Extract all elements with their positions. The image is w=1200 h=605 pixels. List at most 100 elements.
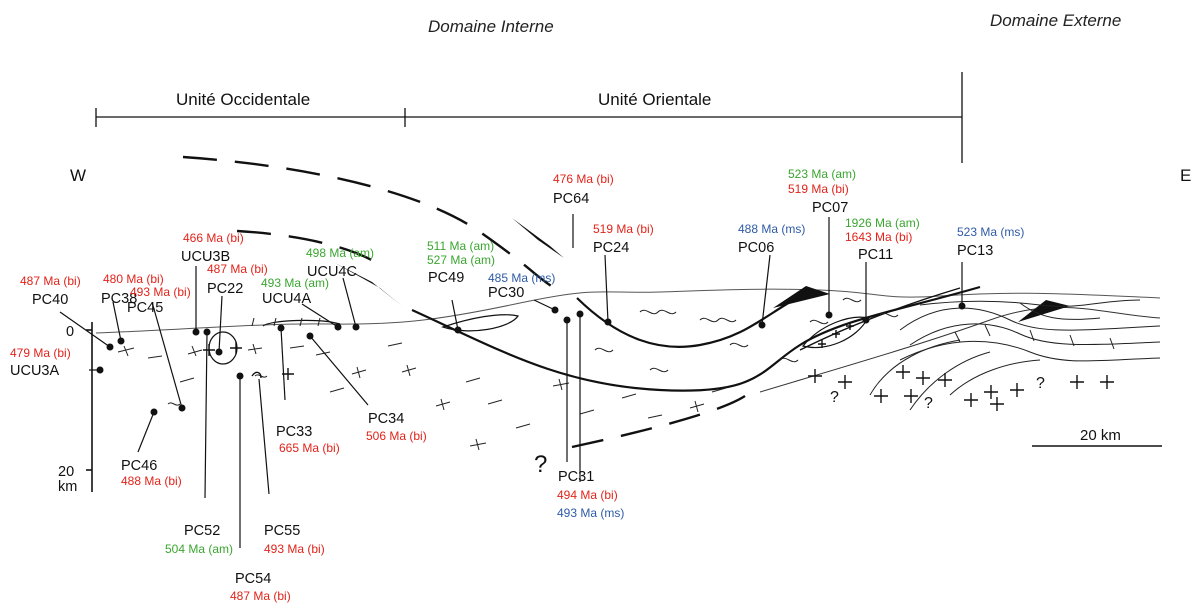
sample-id: PC38 (101, 291, 137, 307)
sample-age: 488 Ma (bi) (121, 474, 182, 488)
foliation-ticks (117, 317, 727, 451)
unite-occidentale-label: Unité Occidentale (176, 90, 310, 109)
sample-age: 494 Ma (bi) (557, 488, 618, 502)
sample-id: PC49 (428, 270, 464, 286)
synform-fault (576, 297, 791, 348)
sample-age: 523 Ma (am) (788, 167, 856, 181)
sample-age: 498 Ma (am) (306, 246, 374, 260)
sample-age: 487 Ma (bi) (230, 589, 291, 603)
sample-age: 519 Ma (bi) (788, 182, 849, 196)
dashed-thrust-base (571, 394, 746, 449)
sample-point (958, 302, 966, 310)
sample-point (563, 316, 571, 324)
sample-point (758, 321, 766, 329)
sample-id: PC55 (264, 523, 300, 539)
sample-id: PC11 (858, 247, 893, 263)
sample-point (192, 328, 200, 336)
domaine-interne-title: Domaine Interne (428, 17, 554, 36)
sample-point (352, 323, 360, 331)
scale-bar-label: 20 km (1080, 427, 1121, 444)
sample-point (334, 323, 342, 331)
west-label: W (70, 166, 86, 185)
sample-age: 493 Ma (am) (261, 276, 329, 290)
sample-age: 519 Ma (bi) (593, 222, 654, 236)
sample-point (454, 326, 462, 334)
unite-orientale-label: Unité Orientale (598, 90, 711, 109)
sample-id: PC45 (127, 300, 163, 316)
sample-age: 493 Ma (bi) (264, 542, 325, 556)
sample-point (825, 311, 833, 319)
question-mark: ? (830, 389, 839, 406)
sample-point (215, 348, 223, 356)
granite-crosses (203, 322, 1114, 411)
sample-age: 493 Ma (ms) (557, 506, 624, 520)
lenses (208, 314, 869, 365)
sample-id: PC34 (368, 411, 404, 427)
sample-id: PC33 (276, 424, 312, 440)
sample-id: UCU4C (307, 264, 357, 280)
sample-id: PC54 (235, 571, 271, 587)
sample-age: 476 Ma (bi) (553, 172, 614, 186)
sample-point (306, 332, 314, 340)
sample-age: 523 Ma (ms) (957, 225, 1024, 239)
sample-id: PC30 (488, 285, 524, 301)
depth-top-label: 0 (66, 324, 74, 340)
sample-id: PC52 (184, 523, 220, 539)
sample-leaders (59, 214, 963, 548)
sample-point (178, 404, 186, 412)
depth-bottom-label: 20 (58, 464, 74, 480)
sample-age: 1926 Ma (am) (845, 216, 920, 230)
sample-point (117, 337, 125, 345)
sample-age: 665 Ma (bi) (279, 441, 340, 455)
east-label: E (1180, 166, 1191, 185)
sample-age: 511 Ma (am) (427, 239, 494, 253)
dashed-thrust-lower (236, 229, 381, 266)
sample-age: 479 Ma (bi) (10, 346, 71, 360)
sample-age: 506 Ma (bi) (366, 429, 427, 443)
sample-age: 504 Ma (am) (165, 542, 233, 556)
sample-id: PC31 (558, 469, 594, 485)
question-mark: ? (534, 451, 547, 478)
sample-id: PC64 (553, 191, 589, 207)
sample-point (277, 324, 285, 332)
sample-id: UCU4A (262, 291, 311, 307)
sample-age: 493 Ma (bi) (130, 285, 191, 299)
sample-age: 487 Ma (bi) (20, 274, 81, 288)
slip-arrows (335, 218, 1070, 322)
east-ramp-fault (799, 287, 961, 351)
sample-point (236, 372, 244, 380)
pc55-hook (251, 371, 262, 379)
sample-point (604, 318, 612, 326)
sample-point (551, 306, 559, 314)
sample-id: PC46 (121, 458, 157, 474)
question-mark: ? (1036, 375, 1045, 392)
sample-id: PC06 (738, 240, 774, 256)
sample-age: 485 Ma (ms) (488, 271, 555, 285)
sample-age: 488 Ma (ms) (738, 222, 805, 236)
sample-id: PC22 (207, 281, 243, 297)
sample-age: 466 Ma (bi) (183, 231, 244, 245)
domaine-externe-title: Domaine Externe (990, 11, 1121, 30)
dashed-thrust-upper (182, 155, 564, 294)
unit-brackets (95, 72, 963, 163)
sample-id: PC13 (957, 243, 993, 259)
sample-age: 480 Ma (bi) (103, 272, 164, 286)
sample-id: PC40 (32, 292, 68, 308)
sample-id: UCU3A (10, 363, 59, 379)
depth-axis (86, 322, 93, 492)
sample-age: 1643 Ma (bi) (845, 230, 912, 244)
sample-point (203, 328, 211, 336)
sample-point (96, 366, 104, 374)
sample-point (106, 343, 114, 351)
sample-id: PC24 (593, 240, 629, 256)
east-lower-boundary (759, 306, 1161, 393)
sample-id: UCU3B (181, 249, 230, 265)
sample-age: 527 Ma (am) (427, 253, 495, 267)
sample-point (150, 408, 158, 416)
main-thrust-fault (411, 285, 981, 392)
sample-point (576, 310, 584, 318)
question-mark: ? (924, 395, 933, 412)
depth-unit-label: km (58, 479, 77, 495)
sample-age: 487 Ma (bi) (207, 262, 268, 276)
